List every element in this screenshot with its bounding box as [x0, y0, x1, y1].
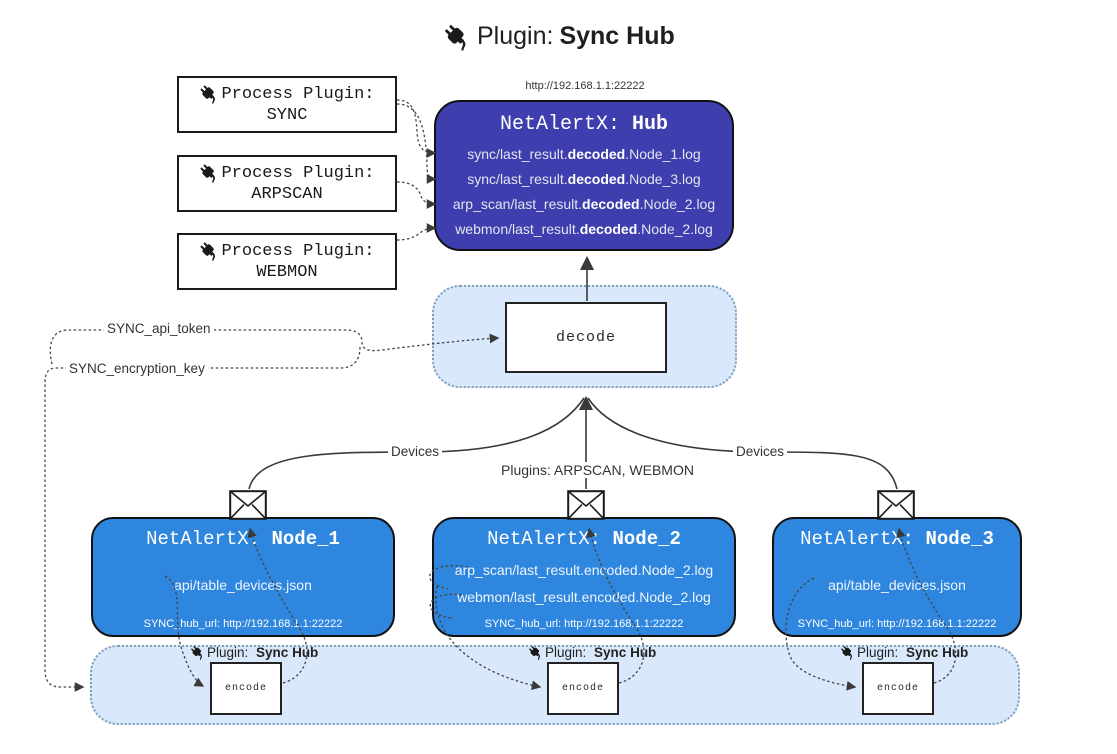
node-title: NetAlertX: Node_1 — [146, 528, 340, 550]
node-file-line: webmon/last_result.encoded.Node_2.log — [457, 589, 711, 605]
encode-box-3: encode — [862, 662, 934, 715]
encode-plugin-label-1: Plugin: Sync Hub — [190, 645, 318, 660]
plug-icon — [443, 23, 471, 51]
node-title: NetAlertX: Node_3 — [800, 528, 994, 550]
node-title: NetAlertX: Node_2 — [487, 528, 681, 550]
encode-box-1: encode — [210, 662, 282, 715]
plug-icon — [840, 645, 855, 660]
hub-title-name: Hub — [632, 113, 669, 136]
edge-label-devices-right: Devices — [733, 444, 788, 459]
sync-api-token-label: SYNC_api_token — [104, 321, 214, 336]
hub-url-label: http://192.168.1.1:22222 — [525, 80, 645, 92]
page-title-prefix: Plugin: — [477, 22, 554, 50]
encode-box-2: encode — [547, 662, 619, 715]
node-file-line: api/table_devices.json — [828, 577, 966, 593]
edge-label-plugins-mid: Plugins: ARPSCAN, WEBMON — [498, 462, 697, 478]
plug-icon — [199, 163, 219, 183]
node-hub-url: SYNC_hub_url: http://192.168.1.1:22222 — [797, 618, 997, 630]
process-plugin-label: Process Plugin: — [221, 241, 375, 261]
process-plugin-name: ARPSCAN — [251, 185, 323, 204]
hub-log-line: sync/last_result.decoded.Node_3.log — [467, 171, 701, 187]
page-title: Plugin: Sync Hub — [443, 22, 675, 51]
process-plugin-label: Process Plugin: — [221, 163, 375, 183]
process-plugin-webmon-box: Process Plugin: WEBMON — [177, 233, 397, 290]
plug-icon — [199, 84, 219, 104]
hub-log-line: sync/last_result.decoded.Node_1.log — [467, 146, 701, 162]
process-plugin-sync-box: Process Plugin: SYNC — [177, 76, 397, 133]
hub-box: NetAlertX: Hub sync/last_result.decoded.… — [434, 100, 734, 251]
page-title-name: Sync Hub — [559, 22, 675, 50]
process-plugin-label: Process Plugin: — [221, 84, 375, 104]
plug-icon — [528, 645, 543, 660]
edge-label-devices-left: Devices — [388, 444, 443, 459]
plug-icon — [190, 645, 205, 660]
node-file-line: api/table_devices.json — [174, 577, 312, 593]
decode-box: decode — [505, 302, 667, 373]
node-hub-url: SYNC_hub_url: http://192.168.1.1:22222 — [143, 618, 343, 630]
node-hub-url: SYNC_hub_url: http://192.168.1.1:22222 — [484, 618, 684, 630]
node-1-box: NetAlertX: Node_1 api/table_devices.json… — [91, 517, 395, 637]
plug-icon — [199, 241, 219, 261]
hub-title: NetAlertX: Hub — [436, 102, 732, 136]
sync-encryption-key-label: SYNC_encryption_key — [66, 361, 208, 376]
envelope-icon — [567, 490, 605, 520]
process-plugin-name: SYNC — [266, 106, 308, 125]
node-file-line: arp_scan/last_result.encoded.Node_2.log — [454, 562, 714, 578]
node-2-box: NetAlertX: Node_2 arp_scan/last_result.e… — [432, 517, 736, 637]
hub-log-line: webmon/last_result.decoded.Node_2.log — [455, 221, 713, 237]
envelope-icon — [229, 490, 267, 520]
hub-title-prefix: NetAlertX: — [499, 113, 620, 136]
node-3-box: NetAlertX: Node_3 api/table_devices.json… — [772, 517, 1022, 637]
hub-log-line: arp_scan/last_result.decoded.Node_2.log — [452, 196, 716, 212]
process-plugin-arpscan-box: Process Plugin: ARPSCAN — [177, 155, 397, 212]
envelope-icon — [877, 490, 915, 520]
encode-plugin-label-2: Plugin: Sync Hub — [528, 645, 656, 660]
encode-plugin-label-3: Plugin: Sync Hub — [840, 645, 968, 660]
process-plugin-name: WEBMON — [256, 263, 318, 282]
